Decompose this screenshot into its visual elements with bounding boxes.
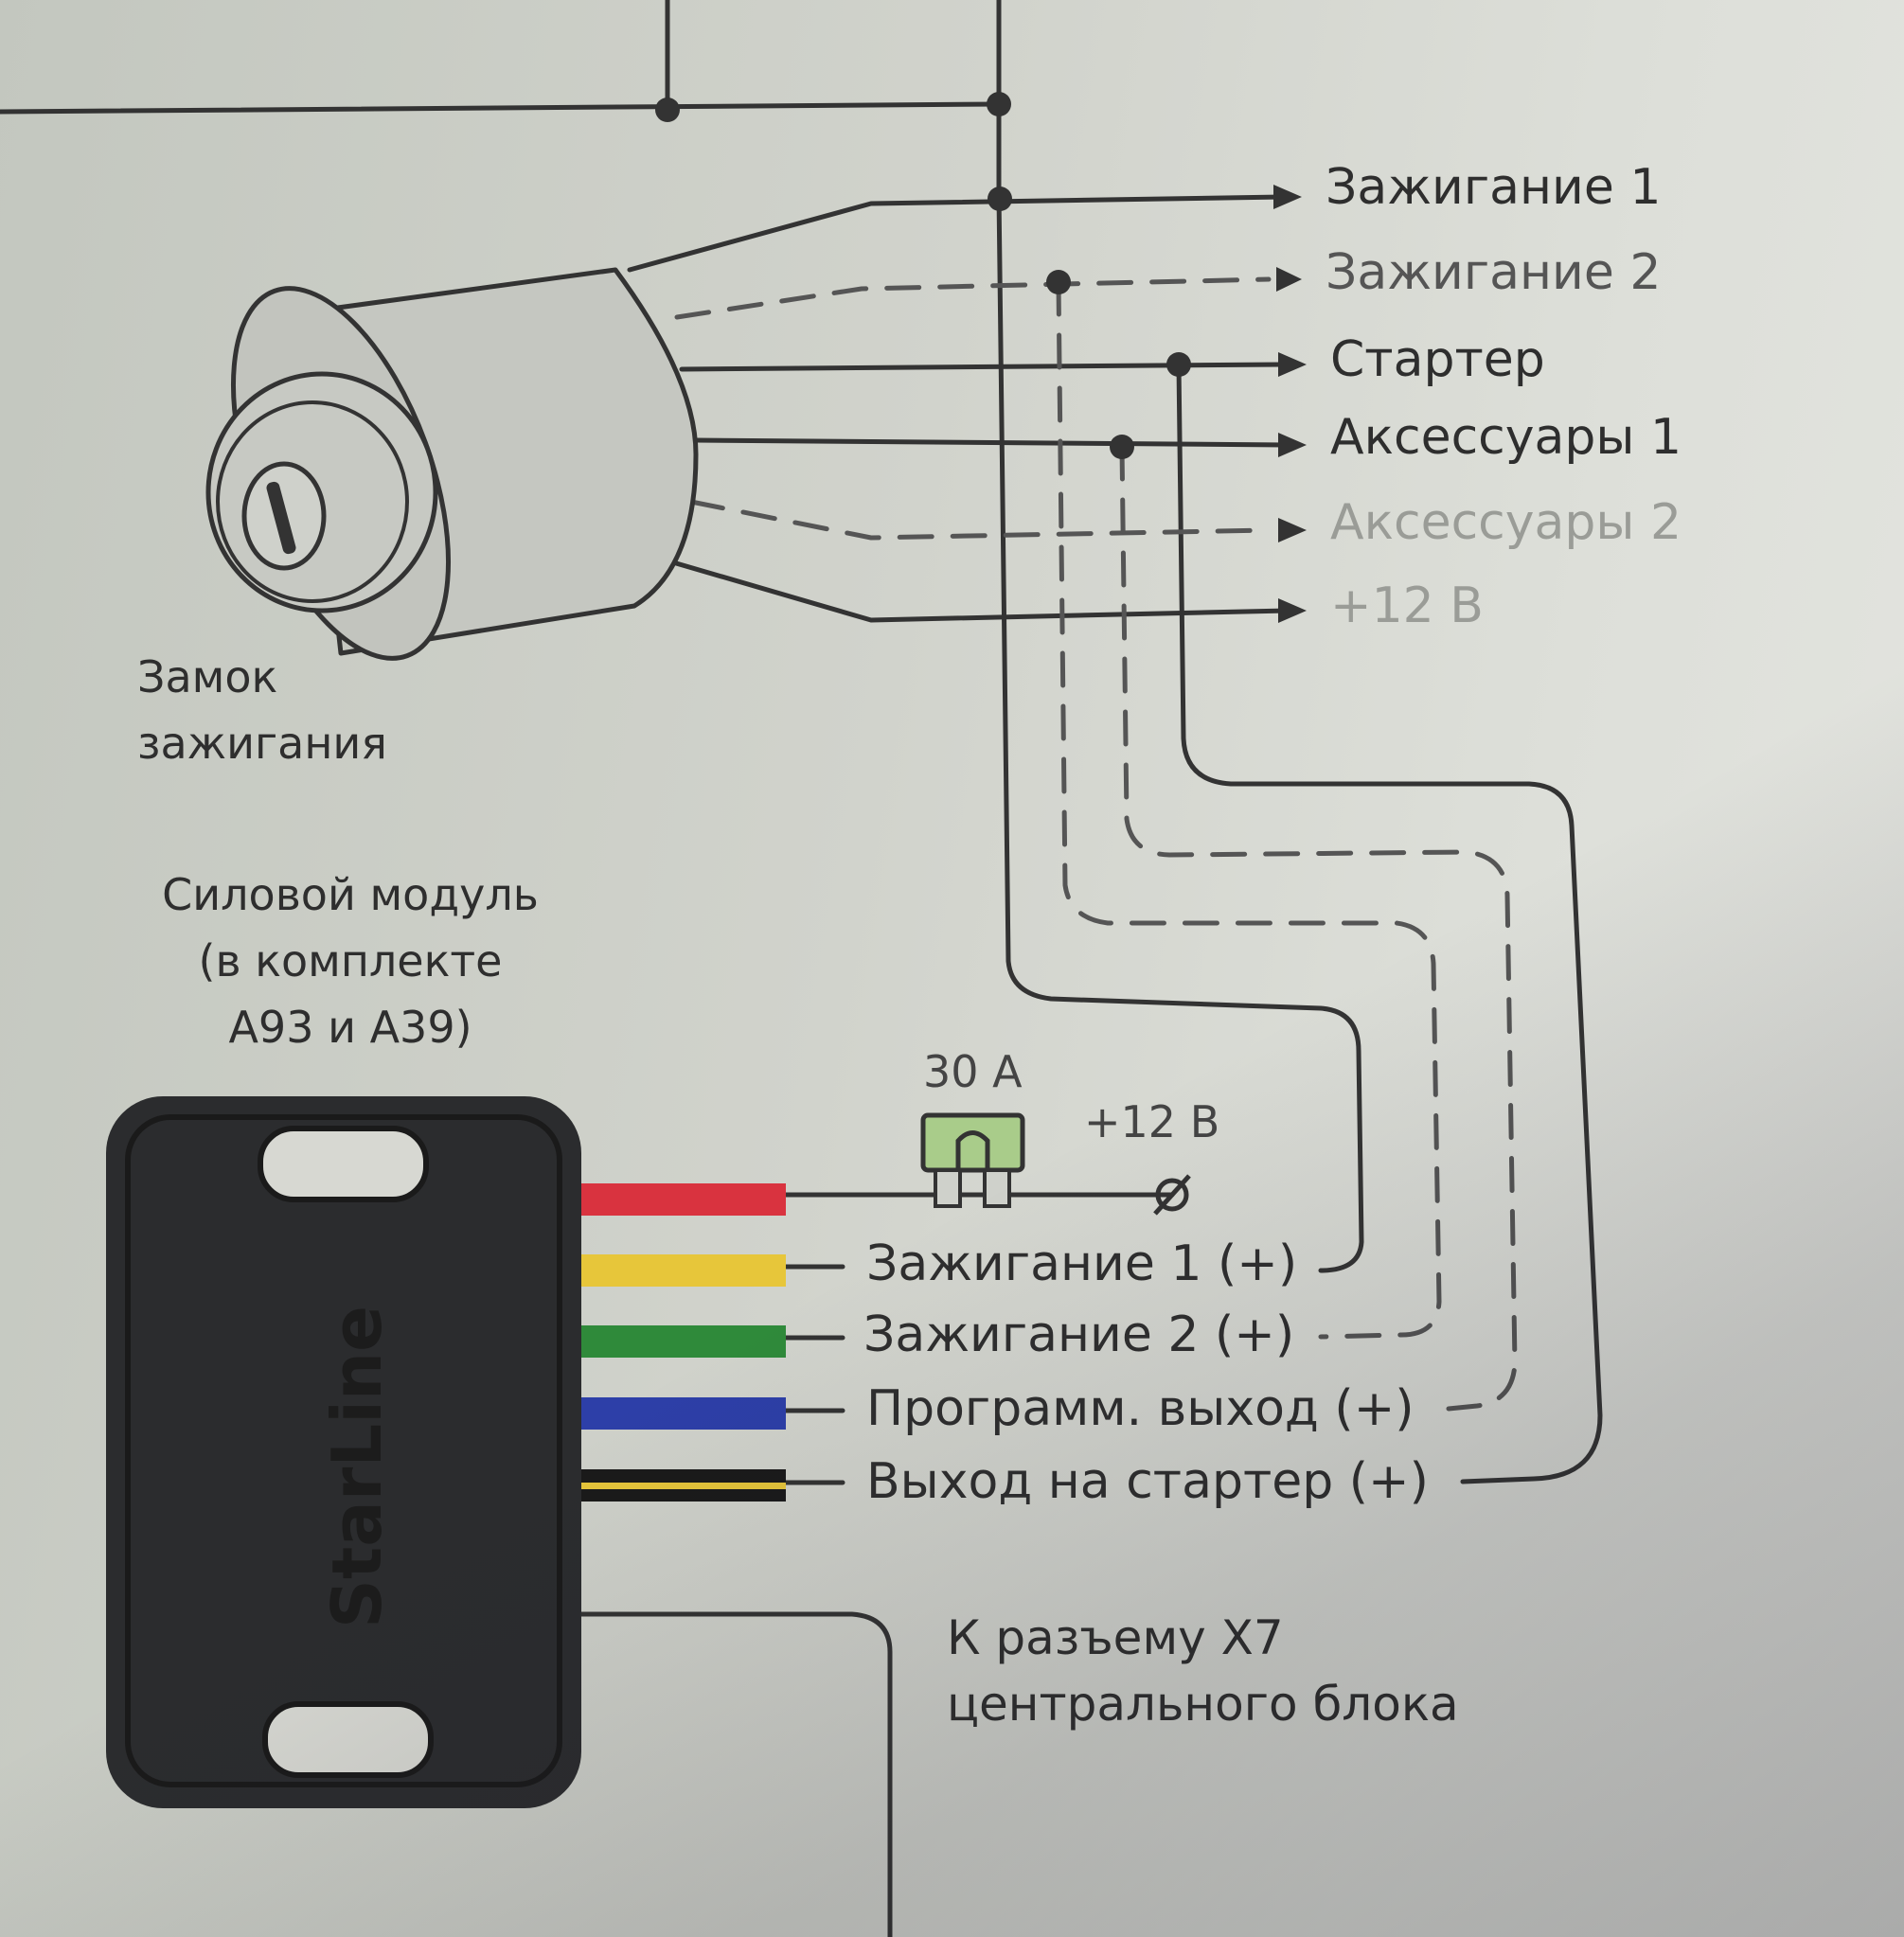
power-module-label-line2: (в комплекте	[198, 935, 503, 986]
wire-label-ignition-1: Зажигание 1 (+)	[866, 1235, 1298, 1292]
junction-acc1	[1110, 435, 1134, 459]
power-module-label-line1: Силовой модуль	[162, 869, 539, 920]
ignition-2-return-wire	[1056, 279, 1442, 1340]
starter-out	[679, 362, 1286, 372]
output-starter: Стартер	[1330, 331, 1545, 388]
arrow-plus12	[1278, 598, 1307, 623]
wire-label-ignition-2: Зажигание 2 (+)	[863, 1306, 1295, 1363]
arrow-starter	[1278, 352, 1307, 377]
power-module-label-line3: A93 и A39)	[228, 1002, 472, 1053]
power-module-label: Силовой модуль (в комплекте A93 и A39)	[123, 862, 578, 1060]
junction-starter	[1166, 352, 1191, 377]
connector-label-line2: центрального блока	[947, 1677, 1459, 1732]
ignition-lock-label-line2: зажигания	[137, 718, 387, 769]
wire-label-prog-output: Программ. выход (+)	[866, 1380, 1415, 1437]
top-bus-line	[0, 101, 1002, 115]
wire-label-starter-output: Выход на стартер (+)	[866, 1453, 1429, 1510]
arrow-ign1	[1273, 185, 1302, 209]
output-accessories-2: Аксессуары 2	[1330, 494, 1682, 551]
brand-logo: StarLine	[317, 1305, 397, 1628]
yellow-wire	[581, 1254, 786, 1287]
ignition-lock-label: Замок зажигания	[137, 644, 387, 776]
output-ignition-1: Зажигание 1	[1326, 159, 1662, 216]
terminal-icon	[1153, 1174, 1191, 1216]
ignition-2-out	[674, 276, 1272, 320]
junction-top-left	[655, 98, 680, 122]
connector-cable	[577, 1611, 893, 1937]
accessories-1-out	[693, 437, 1290, 448]
connector-label-line1: К разъему X7	[947, 1610, 1284, 1665]
blue-wire	[581, 1397, 786, 1430]
power-module-box	[106, 1096, 581, 1808]
plus12-out	[641, 551, 1290, 623]
accessories-2-out	[688, 499, 1272, 541]
accessories-1-return-wire	[1119, 444, 1518, 1412]
junction-ign2	[1046, 270, 1071, 294]
junction-top-right	[987, 92, 1011, 116]
power-module-wires	[581, 1183, 786, 1502]
red-wire	[581, 1183, 786, 1216]
green-wire	[581, 1325, 786, 1358]
fuse-supply-label: +12 В	[1084, 1096, 1220, 1147]
fuse-rating: 30 A	[923, 1046, 1023, 1097]
ignition-1-out	[627, 194, 1286, 273]
ignition-lock-icon	[205, 267, 699, 661]
output-accessories-1: Аксессуары 1	[1330, 409, 1682, 466]
output-ignition-2: Зажигание 2	[1326, 244, 1662, 301]
starter-return-wire	[1176, 362, 1603, 1484]
arrow-acc1	[1278, 433, 1307, 457]
fuse-icon	[920, 1112, 1025, 1208]
connector-label: К разъему X7 центрального блока	[947, 1605, 1459, 1737]
junction-ign1	[988, 187, 1012, 211]
arrow-acc2	[1278, 518, 1307, 542]
arrow-ign2	[1276, 267, 1302, 292]
ignition-lock-label-line1: Замок	[137, 651, 278, 702]
output-plus12: +12 В	[1330, 578, 1484, 634]
ignition-1-return-wire	[996, 101, 1364, 1273]
